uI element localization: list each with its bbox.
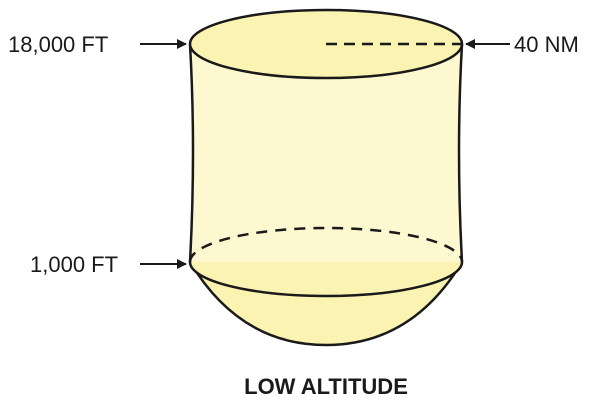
lower-bowl-outline — [188, 261, 464, 347]
cylinder-left-edge — [188, 43, 195, 263]
lower-limit-label: 1,000 FT — [30, 252, 118, 277]
bottom-ellipse-front — [188, 261, 464, 298]
radius-label: 40 NM — [514, 32, 579, 57]
upper-limit-label: 18,000 FT — [8, 32, 108, 57]
diagram-caption: LOW ALTITUDE — [244, 374, 408, 399]
cylinder-body — [190, 44, 462, 262]
bottom-ellipse-back — [188, 226, 464, 263]
cylinder-right-edge — [457, 43, 464, 263]
